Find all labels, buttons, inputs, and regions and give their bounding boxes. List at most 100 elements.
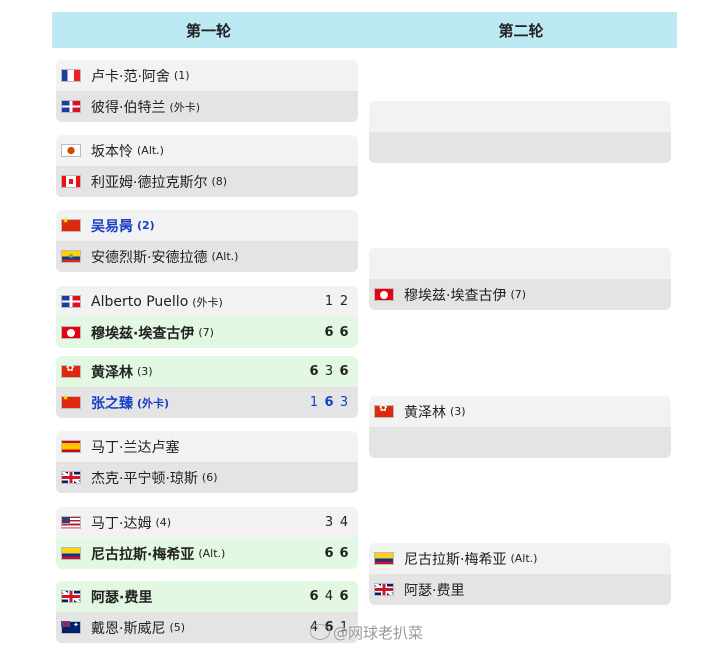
flag-cn-icon	[61, 393, 81, 409]
round1-match-1: 卢卡·范·阿舍(1)彼得·伯特兰(外卡)	[56, 60, 358, 122]
player-row[interactable]: 张之臻 (外卡) 163	[56, 387, 358, 418]
player-name[interactable]: 杰克·平宁顿·琼斯	[91, 470, 198, 487]
player-row[interactable]: 黄泽林 (3) 636	[56, 356, 358, 387]
player-row[interactable]	[369, 132, 671, 163]
player-name[interactable]: 阿瑟·费里	[91, 589, 153, 606]
set-score: 4	[324, 589, 334, 604]
player-row[interactable]: 吴易昺 (2)	[56, 210, 358, 241]
set-score: 6	[339, 589, 349, 604]
player-row[interactable]: 杰克·平宁顿·琼斯(6)	[56, 462, 358, 493]
set-score: 4	[339, 515, 349, 530]
player-row[interactable]	[369, 101, 671, 132]
player-name[interactable]: Alberto Puello	[91, 293, 189, 310]
player-name[interactable]: 尼古拉斯·梅希亚	[404, 551, 507, 568]
round1-match-8: 阿瑟·费里 646 戴恩·斯威尼(5)461	[56, 581, 358, 643]
player-row[interactable]: 穆埃兹·埃查古伊(7)	[369, 279, 671, 310]
player-row[interactable]	[369, 427, 671, 458]
flag-es-icon	[61, 440, 81, 453]
player-row[interactable]: 卢卡·范·阿舍(1)	[56, 60, 358, 91]
player-name[interactable]: 卢卡·范·阿舍	[91, 68, 170, 85]
player-name[interactable]: 吴易昺	[91, 218, 133, 235]
player-name[interactable]: 黄泽林	[91, 364, 133, 381]
flag-cn-icon	[61, 216, 81, 232]
flag-placeholder	[374, 436, 394, 449]
player-row[interactable]: 马丁·兰达卢塞	[56, 431, 358, 462]
player-seed: (7)	[510, 288, 527, 301]
set-score: 6	[339, 546, 349, 561]
set-score: 3	[324, 515, 334, 530]
flag-tn-icon	[61, 326, 81, 339]
player-name[interactable]: 坂本怜	[91, 143, 133, 160]
player-seed: (外卡)	[169, 100, 201, 114]
player-row[interactable]: 利亚姆·德拉克斯尔(8)	[56, 166, 358, 197]
set-score: 3	[324, 364, 334, 379]
round2-match-2: 穆埃兹·埃查古伊(7)	[369, 248, 671, 310]
player-seed: (6)	[201, 471, 218, 484]
player-row[interactable]: 彼得·伯特兰(外卡)	[56, 91, 358, 122]
player-seed: (Alt.)	[137, 144, 164, 157]
round2-header: 第二轮	[365, 12, 677, 48]
round2-match-3: 黄泽林 (3)	[369, 396, 671, 458]
player-name[interactable]: 利亚姆·德拉克斯尔	[91, 174, 208, 191]
set-score: 6	[339, 364, 349, 379]
player-seed: (1)	[173, 69, 190, 82]
set-score: 6	[309, 364, 319, 379]
flag-do-icon	[61, 100, 81, 113]
flag-fr-icon	[61, 69, 81, 82]
set-score: 1	[309, 395, 319, 410]
player-seed: (4)	[155, 516, 172, 529]
round1-match-2: 坂本怜 (Alt.) 利亚姆·德拉克斯尔(8)	[56, 135, 358, 197]
flag-gb-icon	[61, 471, 81, 484]
player-name[interactable]: 张之臻	[91, 395, 133, 412]
player-seed: (2)	[137, 219, 155, 232]
player-seed: (Alt.)	[198, 547, 226, 560]
flag-co-icon	[61, 547, 81, 560]
watermark: @网球老扒菜	[310, 622, 423, 643]
player-seed: (3)	[137, 365, 153, 378]
player-name[interactable]: 安德烈斯·安德拉德	[91, 249, 208, 266]
set-score: 6	[339, 325, 349, 340]
player-row[interactable]: 坂本怜 (Alt.)	[56, 135, 358, 166]
set-score: 6	[324, 546, 334, 561]
set-score: 1	[339, 620, 349, 635]
player-seed: (3)	[450, 405, 466, 418]
player-row[interactable]: 阿瑟·费里	[369, 574, 671, 605]
flag-hk-icon	[61, 363, 81, 378]
flag-us-icon	[61, 516, 81, 529]
player-row[interactable]: 黄泽林 (3)	[369, 396, 671, 427]
player-row[interactable]: 戴恩·斯威尼(5)461	[56, 612, 358, 643]
weibo-icon	[310, 624, 330, 640]
player-seed: (Alt.)	[510, 552, 538, 565]
set-score: 6	[324, 325, 334, 340]
player-row[interactable]	[369, 248, 671, 279]
player-seed: (8)	[211, 175, 228, 188]
player-name[interactable]: 彼得·伯特兰	[91, 99, 166, 116]
player-seed: (外卡)	[137, 396, 170, 410]
player-row[interactable]: 尼古拉斯·梅希亚(Alt.)	[369, 543, 671, 574]
flag-hk-icon	[374, 403, 394, 418]
player-name[interactable]: 穆埃兹·埃查古伊	[91, 325, 195, 342]
flag-co-icon	[374, 552, 394, 565]
player-name[interactable]: 黄泽林	[404, 404, 446, 421]
set-score: 6	[309, 589, 319, 604]
player-name[interactable]: 尼古拉斯·梅希亚	[91, 546, 195, 563]
player-row[interactable]: 安德烈斯·安德拉德(Alt.)	[56, 241, 358, 272]
player-name[interactable]: 戴恩·斯威尼	[91, 620, 166, 637]
player-seed: (Alt.)	[211, 250, 239, 263]
player-name[interactable]: 穆埃兹·埃查古伊	[404, 287, 507, 304]
set-score: 3	[339, 395, 349, 410]
player-name[interactable]: 马丁·兰达卢塞	[91, 439, 180, 456]
player-name[interactable]: 阿瑟·费里	[404, 582, 465, 599]
player-name[interactable]: 马丁·达姆	[91, 515, 152, 532]
